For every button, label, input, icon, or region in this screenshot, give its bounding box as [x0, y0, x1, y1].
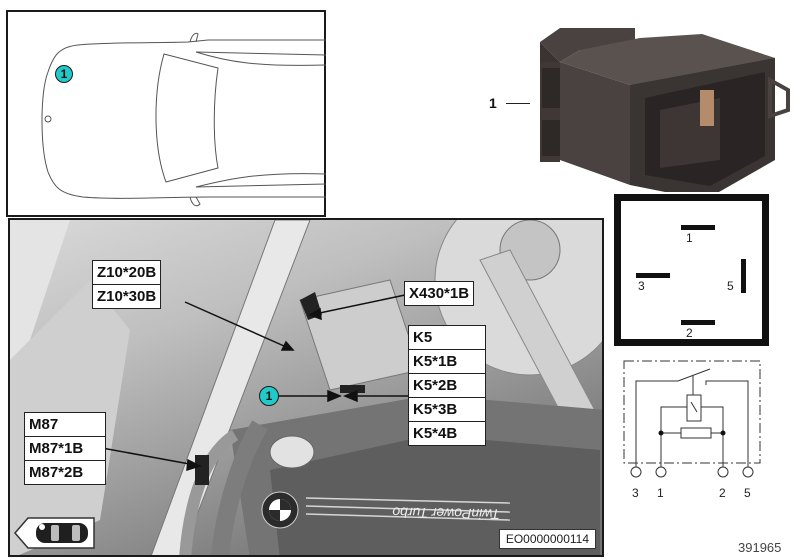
pin-2-label: 2: [686, 326, 693, 340]
terminal-5-label: 5: [744, 486, 751, 500]
pin-5-label: 5: [727, 279, 734, 293]
relay-housing-icon: [540, 28, 790, 200]
part-number-label: 1: [489, 95, 497, 111]
pin-layout-box: 1 3 5 2: [614, 194, 769, 346]
engine-bay-illustration: TwinPower Turbo: [10, 220, 602, 555]
label-z10-30b: Z10*30B: [93, 284, 161, 308]
car-back-arrow-icon[interactable]: [14, 516, 96, 550]
document-id: 391965: [738, 540, 782, 555]
z10-label-stack: Z10*20B Z10*30B: [92, 260, 162, 309]
k5-label-stack: K5 K5*1B K5*2B K5*3B K5*4B: [408, 325, 486, 446]
engine-bay-view: TwinPower Turbo 1 Z10*20B Z10*30B X430*1…: [8, 218, 604, 557]
label-m87-2b: M87*2B: [25, 460, 105, 484]
part-leader-line: [506, 103, 530, 104]
location-callout-1: 1: [55, 65, 73, 83]
label-m87: M87: [29, 416, 59, 433]
label-m87-1b: M87*1B: [25, 436, 105, 460]
terminal-2-label: 2: [719, 486, 726, 500]
vehicle-location-panel: 1: [6, 10, 326, 217]
terminal-1-label: 1: [657, 486, 664, 500]
pin-5-bar: [741, 259, 746, 293]
label-x430-1b: X430*1B: [409, 285, 470, 302]
x430-label-stack: X430*1B: [404, 281, 475, 306]
car-top-outline-icon: [41, 32, 326, 207]
label-k5-4b: K5*4B: [409, 421, 485, 445]
relay-circuit-icon: [623, 360, 761, 478]
engine-callout-1: 1: [259, 386, 279, 406]
label-k5-1b: K5*1B: [409, 349, 485, 373]
pin-3-label: 3: [638, 279, 645, 293]
relay-photo: 1: [489, 10, 800, 200]
engine-cover-text: TwinPower Turbo: [392, 505, 500, 523]
m87-label-stack: M87 M87*1B M87*2B: [24, 412, 106, 485]
label-k5: K5: [413, 329, 433, 346]
terminal-3-label: 3: [632, 486, 639, 500]
pin-1-bar: [681, 225, 715, 230]
pin-1-label: 1: [686, 231, 693, 245]
label-k5-2b: K5*2B: [409, 373, 485, 397]
label-z10-20b: Z10*20B: [97, 264, 157, 281]
image-code: EO0000000114: [498, 529, 596, 549]
pin-2-bar: [681, 320, 715, 325]
label-k5-3b: K5*3B: [409, 397, 485, 421]
relay-schematic: 3 1 2 5: [618, 355, 778, 505]
pin-3-bar: [636, 273, 670, 278]
